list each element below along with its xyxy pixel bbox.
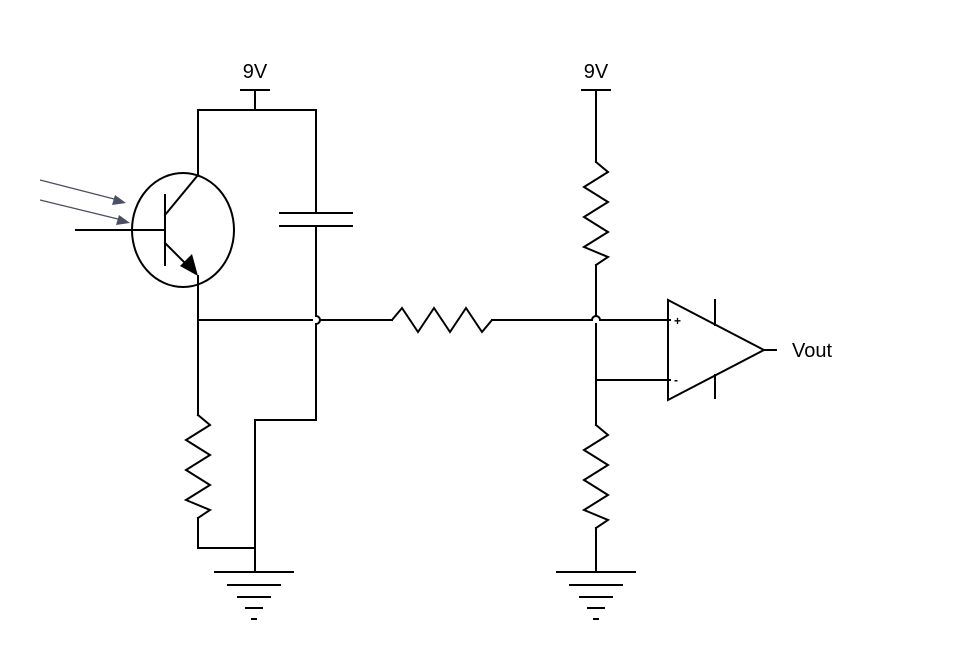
supply-right: 9V (581, 61, 611, 163)
phototransistor (75, 172, 235, 321)
light-arrows-icon (39, 179, 130, 225)
supply-right-label: 9V (584, 61, 609, 83)
resistor-divider-bottom (581, 423, 611, 573)
output-label: Vout (792, 340, 832, 362)
left-top-wire (197, 109, 317, 214)
opamp-minus-sign: - (674, 373, 678, 387)
ground-right-icon (556, 571, 636, 620)
opamp-plus-sign: + (674, 314, 681, 328)
opamp-icon: + - (667, 298, 777, 402)
resistor-series (390, 306, 671, 334)
ground-left-icon (214, 571, 294, 620)
supply-left: 9V (240, 61, 270, 111)
supply-left-label: 9V (243, 61, 268, 83)
resistor-emitter (183, 319, 256, 549)
emitter-arrow-icon (180, 254, 198, 276)
capacitor (254, 212, 353, 573)
resistor-divider-top (581, 160, 611, 426)
